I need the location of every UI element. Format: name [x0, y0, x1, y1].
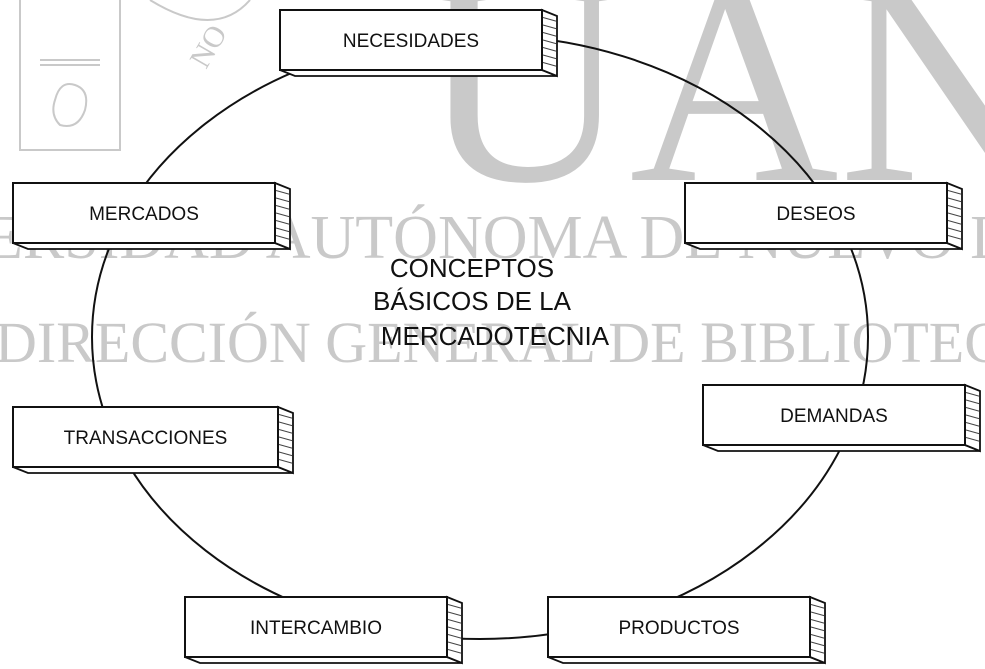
concept-box-demandas: DEMANDAS: [702, 383, 981, 453]
concept-box-deseos: DESEOS: [684, 181, 963, 251]
concept-box-intercambio: INTERCAMBIO: [184, 595, 463, 665]
center-title-line-2: BÁSICOS DE LA: [373, 286, 572, 316]
concept-box-productos: PRODUCTOS: [547, 595, 826, 665]
concept-box-transacciones: TRANSACCIONES: [12, 405, 294, 475]
concept-box-necesidades: NECESIDADES: [279, 8, 558, 78]
concept-label-necesidades: NECESIDADES: [343, 31, 479, 52]
concept-label-deseos: DESEOS: [776, 204, 855, 225]
concept-label-mercados: MERCADOS: [89, 204, 199, 225]
center-title: CONCEPTOS BÁSICOS DE LA MERCADOTECNIA: [373, 253, 610, 351]
center-title-line-3: MERCADOTECNIA: [381, 321, 610, 351]
watermark-line-2: DIRECCIÓN GENERAL DE BIBLIOTECAS: [0, 310, 985, 375]
concept-box-mercados: MERCADOS: [12, 181, 291, 251]
university-seal-watermark: NO: [19, 0, 251, 151]
concept-label-intercambio: INTERCAMBIO: [250, 618, 382, 639]
seal-text: NO: [183, 19, 233, 73]
concept-label-transacciones: TRANSACCIONES: [64, 428, 228, 449]
center-title-line-1: CONCEPTOS: [390, 253, 554, 283]
concept-label-productos: PRODUCTOS: [618, 618, 739, 639]
concept-boxes: NECESIDADES DESEOS DEMANDAS PRODUCTOS INTERC…: [12, 8, 981, 665]
concept-label-demandas: DEMANDAS: [780, 406, 888, 427]
